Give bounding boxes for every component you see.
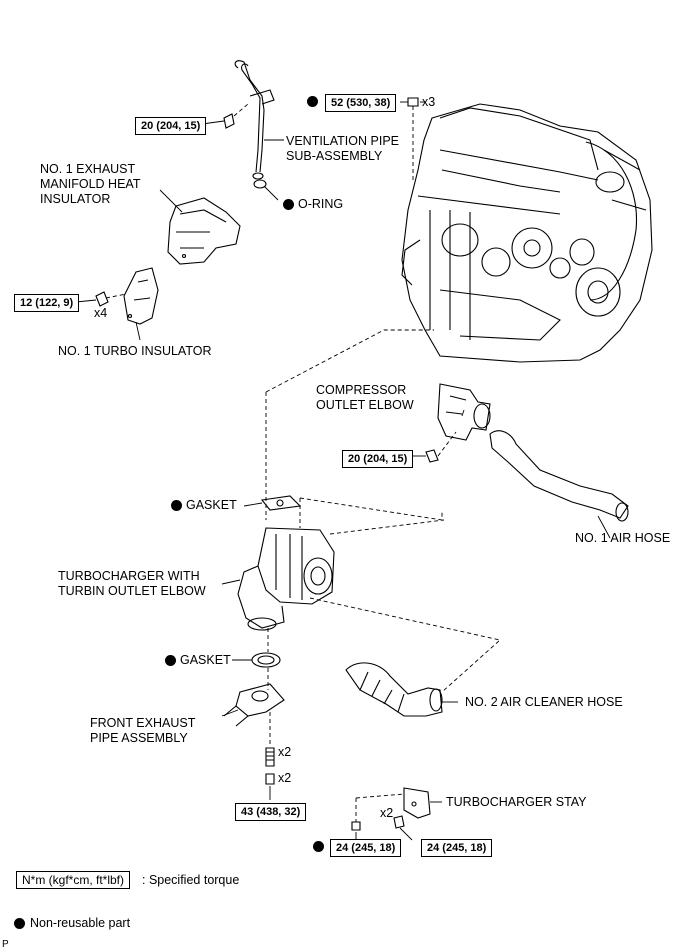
- insulator-bolt-multiplier: x4: [94, 306, 108, 320]
- legend-nonreusable-dot: [14, 918, 25, 929]
- leader-lines: [75, 101, 611, 841]
- turbocharger-drawing: [237, 527, 335, 631]
- engine-nut-drawing: [407, 97, 419, 107]
- air-hose-drawing: [489, 430, 629, 522]
- gasket-bottom-drawing: [251, 652, 281, 668]
- gasket-top-drawing: [260, 495, 302, 511]
- stay-multiplier: x2: [380, 806, 394, 820]
- legend-torque-text: : Specified torque: [142, 873, 240, 887]
- nonreusable-dot-stay-nut: [313, 841, 324, 852]
- label-turbo-stay: TURBOCHARGER STAY: [446, 795, 587, 809]
- legend-torque-unit: N*m (kgf*cm, ft*lbf): [16, 871, 131, 889]
- stud-nut-drawing: [265, 773, 275, 785]
- alignment-lines: [105, 103, 501, 822]
- label-air-hose: NO. 1 AIR HOSE: [575, 531, 671, 545]
- turbo-stay-drawing: [403, 787, 431, 819]
- label-turbocharger: TURBOCHARGER WITH TURBIN OUTLET ELBOW: [58, 569, 206, 598]
- elbow-bolt-drawing: [425, 449, 439, 463]
- torque-box-ventilation-bolt: 20 (204, 15): [135, 117, 207, 135]
- engine-nut-multiplier: x3: [422, 95, 436, 109]
- label-compressor-elbow: COMPRESSOR OUTLET ELBOW: [316, 383, 414, 412]
- stay-bolt-drawing: [393, 815, 405, 829]
- ventilation-pipe-drawing: [234, 60, 275, 189]
- label-air-cleaner-hose: NO. 2 AIR CLEANER HOSE: [465, 695, 623, 709]
- insulator-bolt-drawing: [95, 291, 109, 307]
- nonreusable-dot-engine-nut: [307, 96, 318, 107]
- label-gasket-top: GASKET: [186, 498, 237, 512]
- torque-box-front-pipe-nut: 43 (438, 32): [235, 803, 307, 821]
- label-exhaust-heat-insulator: NO. 1 EXHAUST MANIFOLD HEAT INSULATOR: [40, 162, 141, 206]
- label-gasket-bottom: GASKET: [180, 653, 231, 667]
- compressor-elbow-drawing: [437, 383, 491, 441]
- torque-box-stay-bolt: 24 (245, 18): [421, 839, 493, 857]
- label-ventilation-pipe: VENTILATION PIPE SUB-ASSEMBLY: [286, 134, 399, 163]
- ventilation-bolt-drawing: [223, 113, 235, 129]
- legend-nonreusable-text: Non-reusable part: [30, 916, 131, 930]
- label-o-ring: O-RING: [298, 197, 344, 211]
- stud-drawing: [265, 747, 275, 767]
- nonreusable-dot-gasket-top: [171, 500, 182, 511]
- turbo-insulator-drawing: [123, 267, 159, 325]
- torque-box-stay-nut: 24 (245, 18): [330, 839, 402, 857]
- stud-multiplier: x2: [278, 745, 292, 759]
- corner-mark: P: [2, 939, 9, 950]
- label-front-exhaust-pipe: FRONT EXHAUST PIPE ASSEMBLY: [90, 716, 196, 745]
- torque-box-insulator-bolt: 12 (122, 9): [14, 294, 80, 312]
- stay-nut-drawing: [351, 821, 361, 831]
- nonreusable-dot-o-ring: [283, 199, 294, 210]
- torque-box-elbow-bolt: 20 (204, 15): [342, 450, 414, 468]
- torque-box-engine-nut: 52 (530, 38): [325, 94, 397, 112]
- label-turbo-insulator: NO. 1 TURBO INSULATOR: [58, 344, 212, 358]
- exhaust-heat-insulator-drawing: [167, 197, 241, 265]
- nut-multiplier: x2: [278, 771, 292, 785]
- front-exhaust-pipe-drawing: [223, 683, 285, 727]
- air-cleaner-hose-drawing: [345, 662, 443, 717]
- engine-block: [401, 103, 653, 363]
- nonreusable-dot-gasket-bottom: [165, 655, 176, 666]
